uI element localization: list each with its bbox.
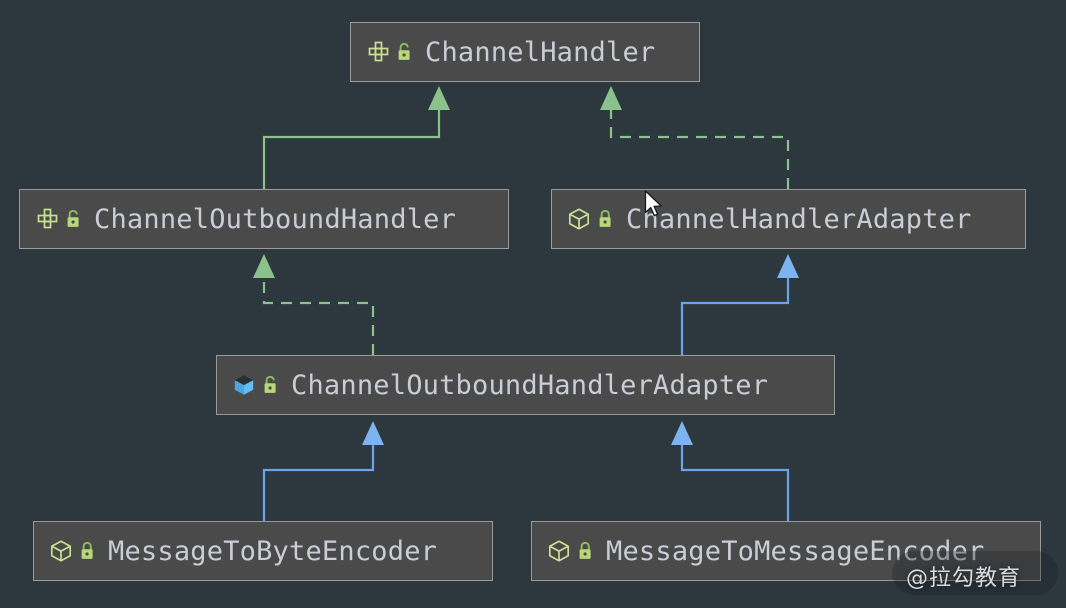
class-node-label: ChannelHandler <box>425 36 656 68</box>
lock-open-icon <box>67 209 79 227</box>
class-node-label: MessageToByteEncoder <box>108 535 438 567</box>
class-node-label: MessageToMessageEncoder <box>606 535 985 567</box>
edge-outbound-adapter-implements-outbound-handler <box>253 254 375 355</box>
edge-handler-adapter-implements-channel-handler <box>600 86 790 189</box>
edge-byte-encoder-extends-outbound-adapter <box>262 421 384 521</box>
interface-icon <box>37 208 58 229</box>
lock-closed-icon <box>599 209 611 227</box>
class-node-channel-handler[interactable]: ChannelHandler <box>350 22 700 82</box>
edge-message-encoder-extends-outbound-adapter <box>671 421 790 521</box>
edge-outbound-handler-extends-channel-handler <box>262 86 450 189</box>
class-node-message-to-message-encoder[interactable]: MessageToMessageEncoder <box>531 521 1041 581</box>
abstract-class-icon <box>568 208 590 230</box>
class-node-channel-outbound-handler-adapter[interactable]: ChannelOutboundHandlerAdapter <box>216 355 835 415</box>
lock-open-icon <box>264 375 276 393</box>
abstract-class-icon <box>50 540 72 562</box>
class-node-message-to-byte-encoder[interactable]: MessageToByteEncoder <box>33 521 493 581</box>
interface-icon <box>368 41 389 62</box>
class-node-label: ChannelOutboundHandlerAdapter <box>291 369 769 401</box>
class-node-channel-outbound-handler[interactable]: ChannelOutboundHandler <box>19 189 509 249</box>
lock-closed-icon <box>81 541 93 559</box>
class-icon <box>234 375 254 395</box>
lock-open-icon <box>398 42 410 60</box>
abstract-class-icon <box>548 540 570 562</box>
edge-outbound-adapter-extends-handler-adapter <box>680 254 799 355</box>
class-node-label: ChannelOutboundHandler <box>94 203 457 235</box>
lock-closed-icon <box>579 541 591 559</box>
class-node-channel-handler-adapter[interactable]: ChannelHandlerAdapter <box>551 189 1026 249</box>
class-node-label: ChannelHandlerAdapter <box>626 203 972 235</box>
